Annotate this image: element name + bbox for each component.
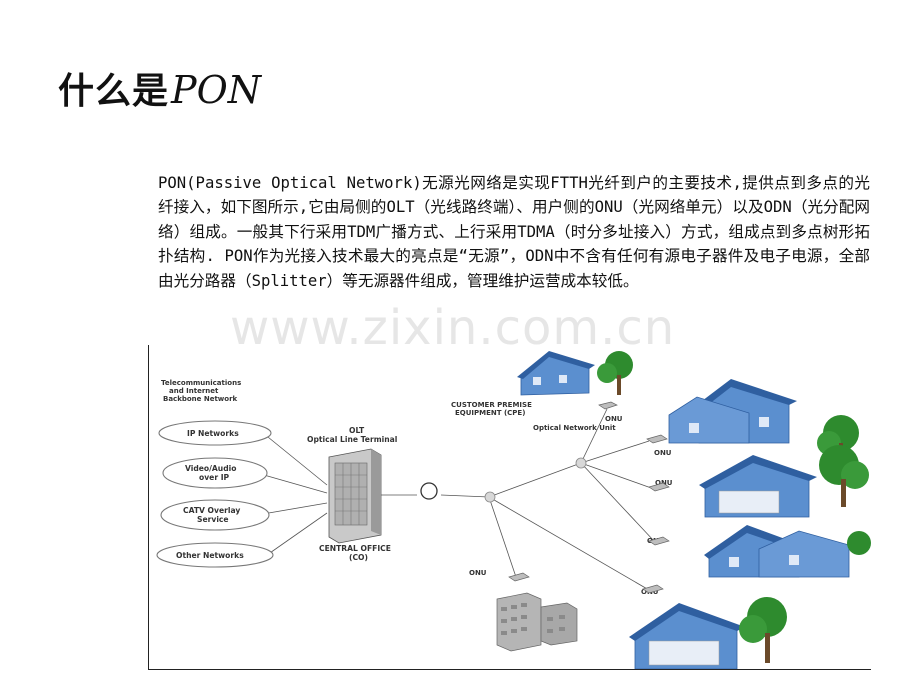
slide-title: 什么是 PON [58,62,261,112]
pon-diagram-svg: Telecommunications and Internet Backbone… [156,351,871,669]
central-office-label: CENTRAL OFFICE [319,544,391,553]
house-5-icon [629,597,787,669]
house-3-icon [699,445,869,518]
slide-title-chinese: 什么是 [58,71,170,112]
onu-label-b: ONU [655,479,673,487]
slide-title-english: PON [171,68,261,112]
onu-label-a: ONU [654,449,672,457]
olt-sublabel: Optical Line Terminal [307,435,397,444]
backbone-title-2: and Internet [169,387,219,395]
olt-cabinet-icon [328,448,382,544]
backbone-title-3: Backbone Network [163,395,238,403]
olt-label: OLT [349,426,365,435]
central-office-sublabel: (CO) [349,553,368,562]
onu-device-icons [508,401,670,594]
house-top-icon [517,351,633,396]
pon-network-diagram: Telecommunications and Internet Backbone… [148,345,871,670]
cloud-catv-2: Service [197,515,229,524]
cloud-video-audio-1: Video/Audio [185,464,236,473]
onu-top-sublabel: Optical Network Unit [533,424,616,432]
watermark-text: www.zixin.com.cn [230,300,676,356]
cpe-label-2: EQUIPMENT (CPE) [455,409,525,417]
cloud-catv-1: CATV Overlay [183,506,240,515]
cloud-other-networks: Other Networks [176,551,244,560]
splitter-icon-2 [575,457,587,469]
backbone-title-1: Telecommunications [161,379,241,387]
house-4-icon [704,525,871,578]
cloud-ip-networks: IP Networks [187,429,239,438]
splitter-icon-1 [484,491,496,503]
cpe-label-1: CUSTOMER PREMISE [451,401,532,409]
cloud-shapes [156,420,274,568]
house-2-icon [668,379,859,465]
office-building-icon [496,592,578,652]
fiber-coil-icon [420,482,438,500]
onu-top-label: ONU [605,415,623,423]
onu-label-d: ONU [469,569,487,577]
cloud-video-audio-2: over IP [199,473,230,482]
slide-body-paragraph: PON(Passive Optical Network)无源光网络是实现FTTH… [158,174,870,290]
